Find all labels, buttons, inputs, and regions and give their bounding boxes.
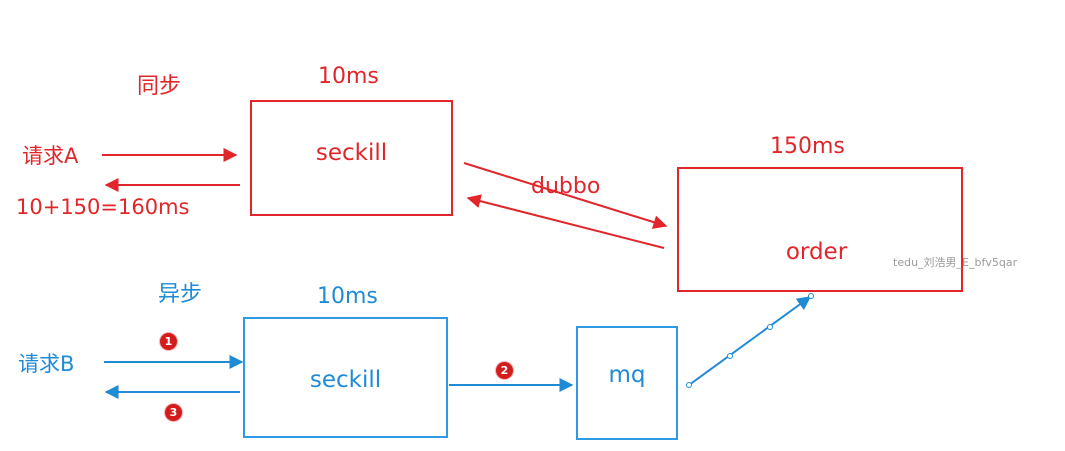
mq-to-order-arrow xyxy=(688,296,812,386)
connector-handle[interactable] xyxy=(808,293,814,299)
step-1-badge: 1 xyxy=(160,333,177,350)
sync-total-time: 10+150=160ms xyxy=(16,195,190,219)
order-label: order xyxy=(785,239,848,265)
dubbo-call-arrow xyxy=(463,162,668,229)
order-box[interactable]: order xyxy=(677,167,963,292)
step-3-badge: 3 xyxy=(165,404,182,421)
async-title: 异步 xyxy=(158,282,203,307)
order-time: 150ms xyxy=(770,134,845,159)
dubbo-label: dubbo xyxy=(531,174,601,199)
request-a-label: 请求A xyxy=(22,144,79,168)
sync-seckill-time: 10ms xyxy=(318,64,379,89)
async-seckill-time: 10ms xyxy=(317,284,378,309)
sync-seckill-box[interactable]: seckill xyxy=(250,100,453,216)
sync-title: 同步 xyxy=(137,74,182,99)
sync-seckill-label: seckill xyxy=(315,140,388,166)
async-seckill-label: seckill xyxy=(309,366,382,393)
async-seckill-box[interactable]: seckill xyxy=(243,317,448,438)
connector-handle[interactable] xyxy=(686,382,692,388)
mq-box[interactable]: mq xyxy=(576,326,678,440)
request-b-label: 请求B xyxy=(18,352,75,376)
connector-handle[interactable] xyxy=(727,353,733,359)
step-2-badge: 2 xyxy=(496,362,513,379)
connector-handle[interactable] xyxy=(767,324,773,330)
watermark: tedu_刘浩男_E_bfv5qar xyxy=(893,256,1018,269)
dubbo-return-arrow xyxy=(466,194,665,249)
mq-label: mq xyxy=(608,361,646,388)
